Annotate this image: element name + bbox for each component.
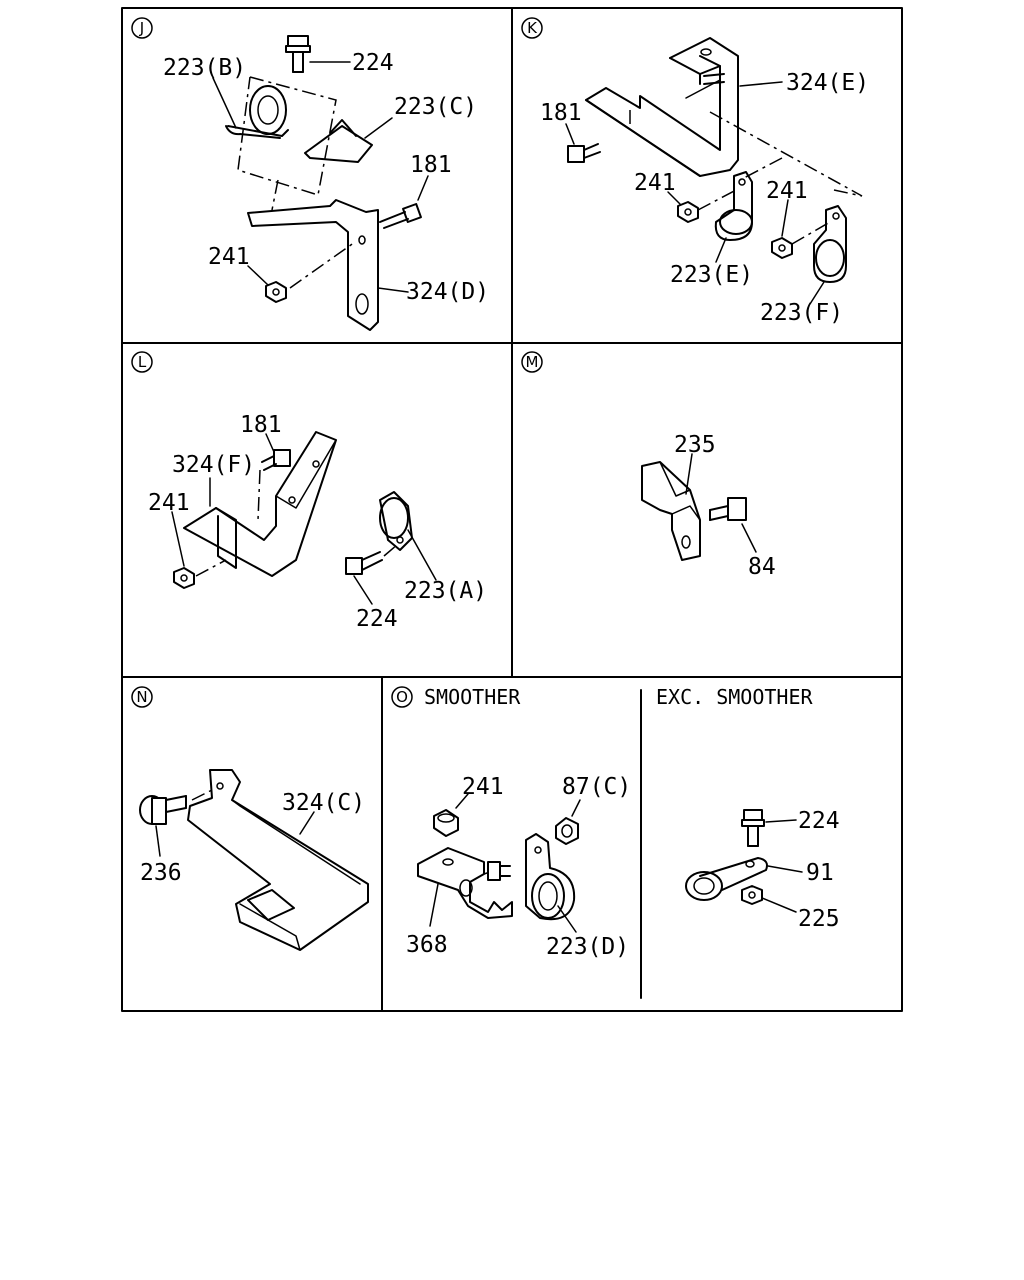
panel-marker-circle <box>131 17 153 39</box>
panel-k: K <box>521 17 869 326</box>
panel-marker-circle <box>391 686 413 708</box>
label-181: 181 <box>240 412 282 438</box>
label-224: 224 <box>356 606 398 632</box>
panel-marker: N <box>136 688 147 706</box>
label-241-right: 241 <box>766 178 808 204</box>
bracket-324f-icon <box>183 431 337 577</box>
panel-title-smoother: SMOOTHER <box>424 685 521 709</box>
clamp-223f-icon <box>813 205 847 283</box>
panel-l: L <box>131 351 487 632</box>
label-324c: 324(C) <box>282 790 365 816</box>
label-223a: 223(A) <box>404 578 487 604</box>
label-223e: 223(E) <box>670 262 753 288</box>
panel-title-exc-smoother: EXC. SMOOTHER <box>656 685 813 709</box>
bolt-224-icon <box>741 809 765 847</box>
bolt-icon <box>487 861 511 881</box>
bracket-368-icon <box>417 847 513 919</box>
panel-marker-circle <box>131 351 153 373</box>
label-324f: 324(F) <box>172 452 255 478</box>
bracket-324d-icon <box>247 199 379 331</box>
label-241-left: 241 <box>634 170 676 196</box>
label-224: 224 <box>352 50 394 76</box>
label-235: 235 <box>674 432 716 458</box>
label-223f: 223(F) <box>760 300 843 326</box>
bolt-icon <box>703 73 725 85</box>
label-236: 236 <box>140 860 182 886</box>
clamp-223c-icon <box>304 119 373 163</box>
label-324d: 324(D) <box>406 279 489 305</box>
bolt-84-icon <box>709 497 747 521</box>
clamp-223b-icon <box>225 85 289 139</box>
clamp-223a-icon <box>379 491 413 551</box>
label-241: 241 <box>208 244 250 270</box>
clamp-91-icon <box>685 857 768 901</box>
label-223b: 223(B) <box>163 55 246 81</box>
bolt-181-icon <box>379 203 422 229</box>
panel-n: N 324(C) 236 <box>131 686 369 951</box>
bolt-181-icon <box>567 143 601 163</box>
panel-marker-circle <box>521 351 543 373</box>
label-181: 181 <box>540 100 582 126</box>
panel-marker-circle <box>521 17 543 39</box>
label-223c: 223(C) <box>394 94 477 120</box>
nut-87c-icon <box>555 817 579 845</box>
clamp-223d-icon <box>525 833 576 921</box>
nut-241-icon <box>677 201 699 223</box>
label-324e: 324(E) <box>786 70 869 96</box>
panel-marker: M <box>526 353 539 371</box>
label-224: 224 <box>798 808 840 834</box>
bolt-224-icon <box>345 551 383 575</box>
panel-o: O SMOOTHER 241 <box>391 685 631 960</box>
panel-marker: L <box>138 353 147 371</box>
clamp-223e-icon <box>714 171 753 241</box>
bolt-236-icon <box>139 795 187 825</box>
panel-exc-smoother: EXC. SMOOTHER 224 91 225 <box>656 685 840 932</box>
nut-241-icon <box>265 281 287 303</box>
panel-marker-circle <box>131 686 153 708</box>
panel-m: M 235 84 <box>521 351 776 580</box>
bolt-181-icon <box>261 449 291 471</box>
nut-241-icon <box>173 567 195 589</box>
label-223d: 223(D) <box>546 934 629 960</box>
nut-225-icon <box>741 885 763 905</box>
bracket-324c-icon <box>187 769 369 951</box>
label-241: 241 <box>148 490 190 516</box>
panel-marker: J <box>139 19 144 37</box>
bolt-224-icon <box>285 35 311 73</box>
panel-marker: O <box>396 688 408 706</box>
label-181: 181 <box>410 152 452 178</box>
label-87c: 87(C) <box>562 774 631 800</box>
nut-241-icon <box>771 237 793 259</box>
label-241: 241 <box>462 774 504 800</box>
panel-grid <box>121 7 903 1012</box>
bracket-324e-icon <box>585 37 739 177</box>
label-84: 84 <box>748 554 776 580</box>
label-368: 368 <box>406 932 448 958</box>
nut-241-icon <box>433 809 459 837</box>
panel-j: J <box>131 17 489 331</box>
label-225: 225 <box>798 906 840 932</box>
bracket-235-icon <box>641 461 701 561</box>
panel-marker: K <box>527 19 538 37</box>
label-91: 91 <box>806 860 834 886</box>
